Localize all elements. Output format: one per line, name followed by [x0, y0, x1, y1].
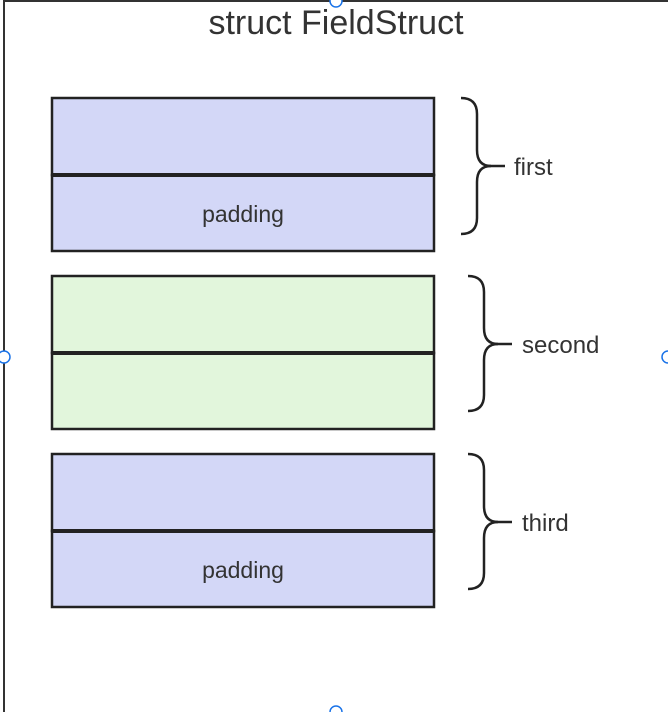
padding-label: padding — [202, 201, 284, 227]
top-resize-handle[interactable] — [329, 0, 343, 8]
field-cell-top — [50, 274, 436, 355]
field-cell-bottom — [50, 351, 436, 431]
left-resize-handle[interactable] — [0, 350, 11, 364]
field-block-first: padding first — [50, 96, 553, 253]
padding-label: padding — [202, 557, 284, 583]
field-label-first: first — [514, 154, 553, 181]
field-label-second: second — [522, 332, 599, 359]
bottom-resize-handle[interactable] — [329, 705, 343, 712]
field-cell-bottom — [50, 529, 436, 609]
field-cell-bottom — [50, 173, 436, 253]
field-cell-top — [50, 452, 436, 533]
field-block-second: second — [50, 274, 599, 431]
field-block-third: padding third — [50, 452, 569, 609]
field-cell-top — [50, 96, 436, 177]
field-label-third: third — [522, 510, 569, 537]
diagram-title: struct FieldStruct — [208, 4, 464, 42]
right-resize-handle[interactable] — [661, 350, 668, 364]
